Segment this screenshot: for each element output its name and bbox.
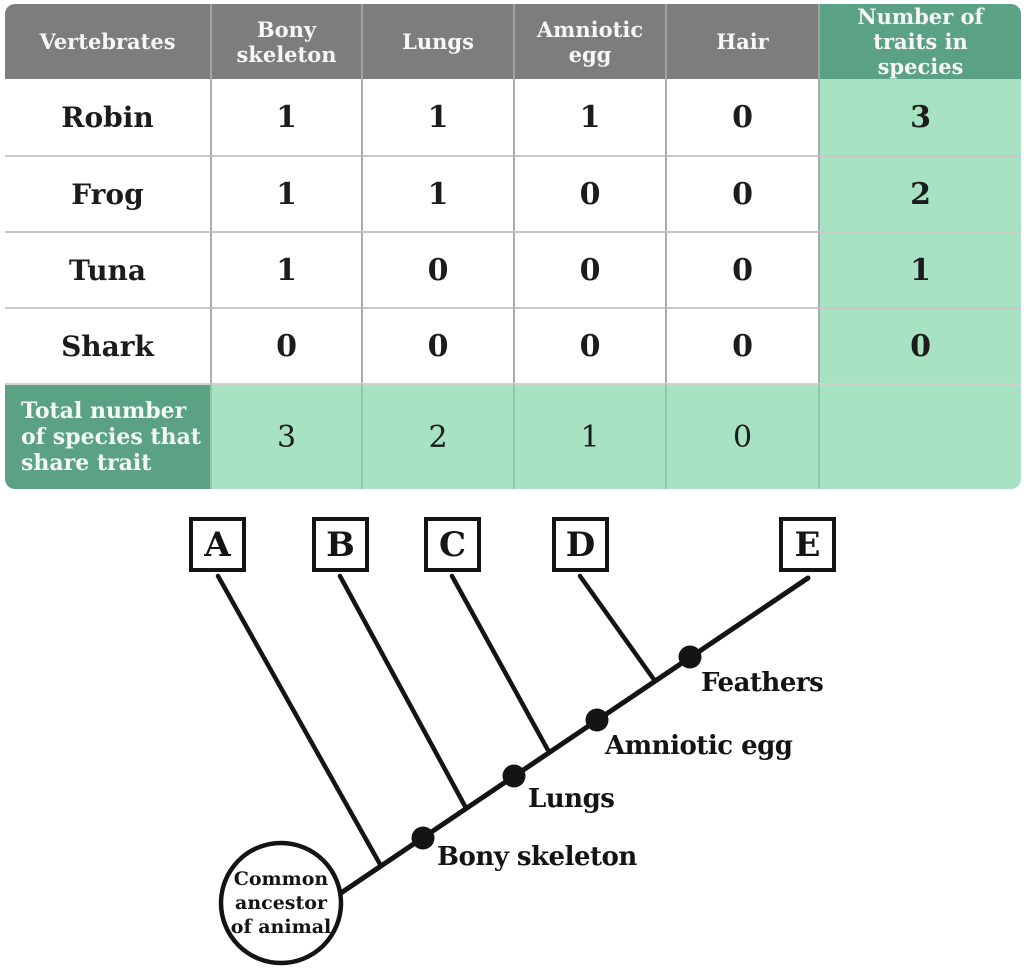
tip-box-c: C — [424, 517, 481, 572]
branch-line-b — [337, 573, 469, 811]
column-header-lungs: Lungs — [361, 4, 513, 79]
table-row-shark: Shark 0 0 0 0 0 — [5, 307, 1021, 383]
common-ancestor-label: Common ancestor of animal — [230, 868, 332, 938]
row-label-tuna: Tuna — [5, 231, 210, 307]
cell-tuna-hair: 0 — [665, 231, 818, 307]
cell-shark-bony-skeleton: 0 — [210, 307, 361, 383]
cell-total-lungs: 2 — [361, 383, 513, 489]
table-row-frog: Frog 1 1 0 0 2 — [5, 155, 1021, 231]
cell-shark-amniotic-egg: 0 — [513, 307, 665, 383]
row-label-robin: Robin — [5, 79, 210, 155]
cell-total-bony-skeleton: 3 — [210, 383, 361, 489]
cell-total-blank — [818, 383, 1021, 489]
cell-frog-total-traits: 2 — [818, 155, 1021, 231]
row-label-shark: Shark — [5, 307, 210, 383]
trait-label-bony-skeleton: Bony skeleton — [437, 842, 637, 872]
column-header-number-of-traits: Number of traits in species — [818, 4, 1021, 79]
cell-robin-total-traits: 3 — [818, 79, 1021, 155]
trait-label-feathers: Feathers — [701, 668, 824, 698]
cell-tuna-lungs: 0 — [361, 231, 513, 307]
cell-frog-hair: 0 — [665, 155, 818, 231]
cell-robin-lungs: 1 — [361, 79, 513, 155]
cell-frog-bony-skeleton: 1 — [210, 155, 361, 231]
cell-tuna-amniotic-egg: 0 — [513, 231, 665, 307]
header-row: Vertebrates Bony skeleton Lungs Amniotic… — [5, 4, 1021, 79]
cell-robin-hair: 0 — [665, 79, 818, 155]
cell-robin-amniotic-egg: 1 — [513, 79, 665, 155]
totals-row: Total number of species that share trait… — [5, 383, 1021, 489]
cell-tuna-total-traits: 1 — [818, 231, 1021, 307]
cell-shark-total-traits: 0 — [818, 307, 1021, 383]
cell-shark-lungs: 0 — [361, 307, 513, 383]
tip-box-d: D — [552, 517, 609, 572]
table-row-tuna: Tuna 1 0 0 0 1 — [5, 231, 1021, 307]
cell-frog-lungs: 1 — [361, 155, 513, 231]
tip-box-b: B — [312, 517, 369, 572]
totals-row-label: Total number of species that share trait — [5, 383, 210, 489]
tip-box-e: E — [779, 517, 836, 572]
row-label-frog: Frog — [5, 155, 210, 231]
column-header-vertebrates: Vertebrates — [5, 4, 210, 79]
cell-total-amniotic-egg: 1 — [513, 383, 665, 489]
branch-line-d — [577, 573, 658, 684]
trait-node-feathers — [678, 645, 702, 669]
tip-box-a: A — [189, 517, 246, 572]
branch-line-c — [449, 573, 552, 755]
trait-node-bony-skeleton — [411, 826, 435, 850]
trait-table: Vertebrates Bony skeleton Lungs Amniotic… — [5, 4, 1021, 489]
branch-line-a — [215, 573, 384, 869]
trait-label-amniotic-egg: Amniotic egg — [605, 731, 793, 761]
trait-node-lungs — [502, 764, 526, 788]
cell-tuna-bony-skeleton: 1 — [210, 231, 361, 307]
cell-total-hair: 0 — [665, 383, 818, 489]
cell-robin-bony-skeleton: 1 — [210, 79, 361, 155]
trait-label-lungs: Lungs — [528, 784, 615, 814]
column-header-hair: Hair — [665, 4, 818, 79]
trait-node-amniotic-egg — [585, 708, 609, 732]
column-header-amniotic-egg: Amniotic egg — [513, 4, 665, 79]
cell-frog-amniotic-egg: 0 — [513, 155, 665, 231]
column-header-bony-skeleton: Bony skeleton — [210, 4, 361, 79]
common-ancestor-circle — [218, 840, 344, 966]
cell-shark-hair: 0 — [665, 307, 818, 383]
table-row-robin: Robin 1 1 1 0 3 — [5, 79, 1021, 155]
